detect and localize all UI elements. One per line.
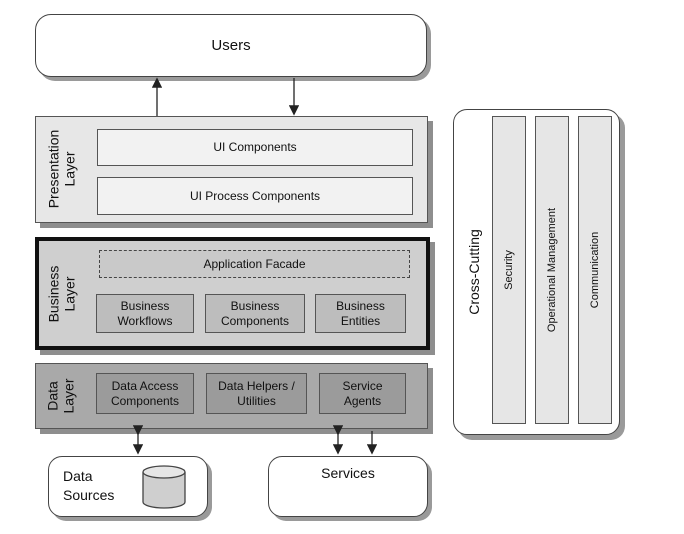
services-box: Services (268, 456, 428, 517)
service-agents-label: Service Agents (342, 378, 383, 408)
application-facade-box: Application Facade (99, 250, 410, 278)
service-agents-box: Service Agents (319, 373, 406, 414)
business-components-box: Business Components (205, 294, 305, 333)
users-box: Users (35, 14, 427, 77)
business-workflows-label: Business Workflows (117, 298, 173, 328)
data-sources-box: Data Sources (48, 456, 208, 517)
ui-process-components-box: UI Process Components (97, 177, 413, 215)
cross-cutting-panel: Cross-Cutting Security Operational Manag… (453, 109, 620, 435)
business-components-label: Business Components (220, 298, 290, 328)
ui-process-components-label: UI Process Components (189, 188, 321, 203)
database-cylinder-icon (142, 465, 186, 509)
data-helpers-utilities-box: Data Helpers / Utilities (206, 373, 307, 414)
business-entities-box: Business Entities (315, 294, 406, 333)
security-column: Security (492, 116, 526, 424)
communication-column: Communication (578, 116, 612, 424)
data-layer: Data Layer Data Access Components Data H… (35, 363, 428, 429)
data-sources-label: Data Sources (63, 468, 115, 503)
business-workflows-box: Business Workflows (96, 294, 194, 333)
data-access-components-label: Data Access Components (110, 378, 180, 408)
ui-components-label: UI Components (213, 140, 297, 154)
business-entities-label: Business Entities (336, 298, 385, 328)
data-access-components-box: Data Access Components (96, 373, 194, 414)
operational-management-column: Operational Management (535, 116, 569, 424)
ui-components-box: UI Components (97, 129, 413, 166)
presentation-layer: Presentation Layer UI Components UI Proc… (35, 116, 428, 223)
application-facade-label: Application Facade (203, 257, 306, 271)
users-label: Users (211, 37, 251, 54)
services-label: Services (321, 465, 375, 481)
data-helpers-utilities-label: Data Helpers / Utilities (218, 378, 295, 408)
business-layer: Business Layer Application Facade Busine… (35, 237, 430, 350)
